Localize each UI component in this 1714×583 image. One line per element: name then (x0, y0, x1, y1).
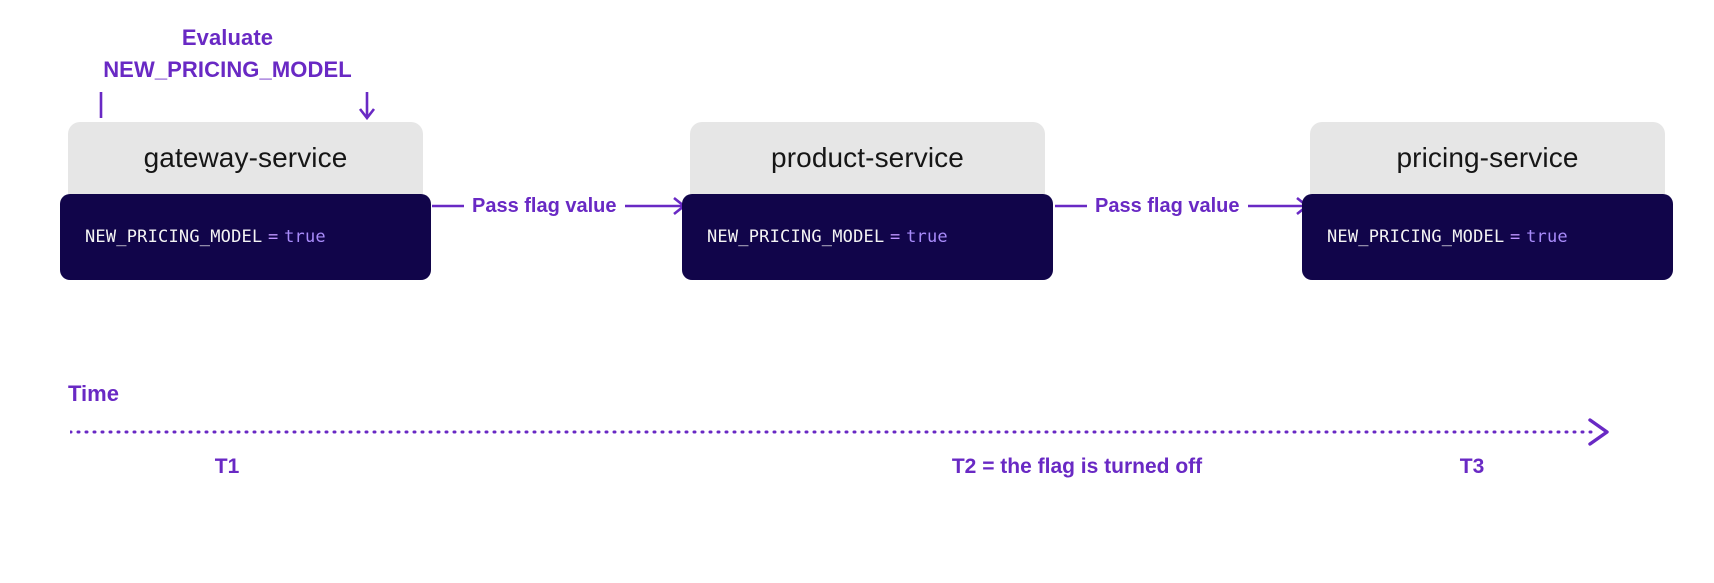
code-value: true (906, 227, 948, 247)
timeline-tick-t1: T1 (214, 455, 240, 478)
code-key: NEW_PRICING_MODEL (707, 227, 885, 247)
timeline-arrow-icon (1588, 418, 1609, 446)
code-equals: = (890, 227, 901, 247)
connector-label: Pass flag value (1095, 194, 1240, 217)
connector-line-left (1055, 204, 1087, 208)
timeline-title: Time (68, 381, 119, 406)
right-arrow-icon (624, 196, 686, 216)
timeline-tick-t2: T2 = the flag is turned off (951, 455, 1203, 478)
service-node-pricing: pricing-service NEW_PRICING_MODEL = true (1302, 122, 1673, 280)
connector-product-to-pricing: Pass flag value (1055, 186, 1310, 226)
code-equals: = (1510, 227, 1521, 247)
service-title: product-service (690, 122, 1045, 194)
connector-line-left (432, 204, 464, 208)
evaluate-annotation: Evaluate NEW_PRICING_MODEL (55, 22, 400, 86)
evaluate-annotation-line1: Evaluate (181, 25, 274, 50)
evaluate-annotation-legs (55, 92, 400, 124)
code-key: NEW_PRICING_MODEL (1327, 227, 1505, 247)
service-code-block: NEW_PRICING_MODEL = true (60, 194, 431, 280)
service-code-block: NEW_PRICING_MODEL = true (682, 194, 1053, 280)
timeline-axis (68, 412, 1630, 452)
right-arrow-icon (1247, 196, 1309, 216)
code-key: NEW_PRICING_MODEL (85, 227, 263, 247)
service-code-block: NEW_PRICING_MODEL = true (1302, 194, 1673, 280)
down-arrow-icon (358, 108, 376, 121)
connector-gateway-to-product: Pass flag value (432, 186, 687, 226)
connector-label: Pass flag value (472, 194, 617, 217)
code-value: true (1526, 227, 1568, 247)
evaluate-annotation-line2: NEW_PRICING_MODEL (103, 56, 352, 82)
service-title: gateway-service (68, 122, 423, 194)
code-equals: = (268, 227, 279, 247)
timeline-tick-t3: T3 (1459, 455, 1485, 478)
code-value: true (284, 227, 326, 247)
service-node-gateway: gateway-service NEW_PRICING_MODEL = true (60, 122, 431, 280)
service-node-product: product-service NEW_PRICING_MODEL = true (682, 122, 1053, 280)
service-title: pricing-service (1310, 122, 1665, 194)
